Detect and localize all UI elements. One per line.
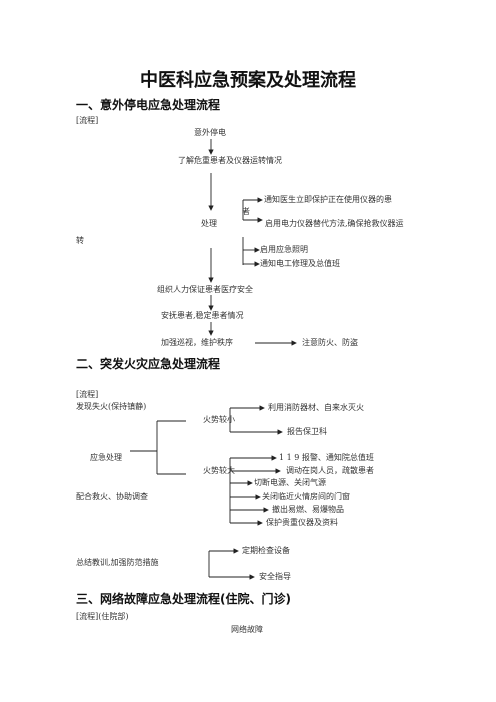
node-organize: 组织人力保证患者医疗安全	[157, 285, 253, 294]
node-protect: 保护贵重仪器及资料	[266, 518, 338, 527]
node-power-off: 意外停电	[194, 128, 226, 137]
node-network: 网络故障	[231, 625, 263, 634]
section3-tag: [流程](住院部)	[76, 612, 129, 621]
node-summary: 总结教训,加强防范措施	[76, 558, 159, 567]
page-title: 中医科应急预案及处理流程	[140, 70, 356, 91]
node-understand: 了解危重患者及仪器运转情况	[178, 156, 282, 165]
node-extinguish: 利用消防器材、自来水灭火	[268, 403, 364, 412]
node-backup: 启用电力仪器替代方法,确保抢救仪器运	[265, 219, 404, 228]
node-cut-power: 切断电源、关闭气源	[254, 478, 326, 487]
section3-heading: 三、网络故障应急处理流程(住院、门诊)	[76, 592, 291, 606]
node-fire-big: 火势较大	[203, 466, 235, 475]
node-fire-theft: 注意防火、防盗	[302, 338, 358, 347]
node-notify-doctor-cont: 者	[242, 207, 250, 216]
node-fire-small: 火势较小	[203, 415, 235, 424]
node-check: 定期检查设备	[242, 546, 290, 555]
node-report-security: 报告保卫科	[287, 427, 327, 436]
node-remove: 撤出易燃、易爆物品	[272, 505, 344, 514]
node-notify-electrician: 通知电工修理及总值班	[260, 259, 340, 268]
node-call-119: 1 1 9 报警、通知院总值班	[279, 453, 374, 462]
node-handle: 处理	[201, 219, 217, 228]
node-comfort: 安抚患者,稳定患者情况	[161, 311, 244, 320]
node-dispatch: 调动在岗人员，疏散患者	[286, 466, 374, 475]
node-discover: 发现失火(保持镇静)	[76, 402, 147, 411]
node-backup-cont: 转	[76, 236, 84, 245]
node-emergency-light: 启用应急照明	[260, 245, 308, 254]
node-patrol: 加强巡视，维护秩序	[161, 338, 233, 347]
section1-heading: 一、意外停电应急处理流程	[76, 98, 221, 112]
section1-tag: [流程]	[76, 116, 99, 125]
section2-heading: 二、突发火灾应急处理流程	[76, 357, 221, 371]
node-notify-doctor: 通知医生立即保护正在使用仪器的患	[264, 195, 392, 204]
node-emergency: 应急处理	[90, 453, 122, 462]
section2-tag: [流程]	[76, 390, 99, 399]
node-safety: 安全指导	[259, 572, 291, 581]
node-close-doors: 关闭临近火情房间的门窗	[262, 492, 350, 501]
node-assist: 配合救火、协助调查	[76, 492, 148, 501]
